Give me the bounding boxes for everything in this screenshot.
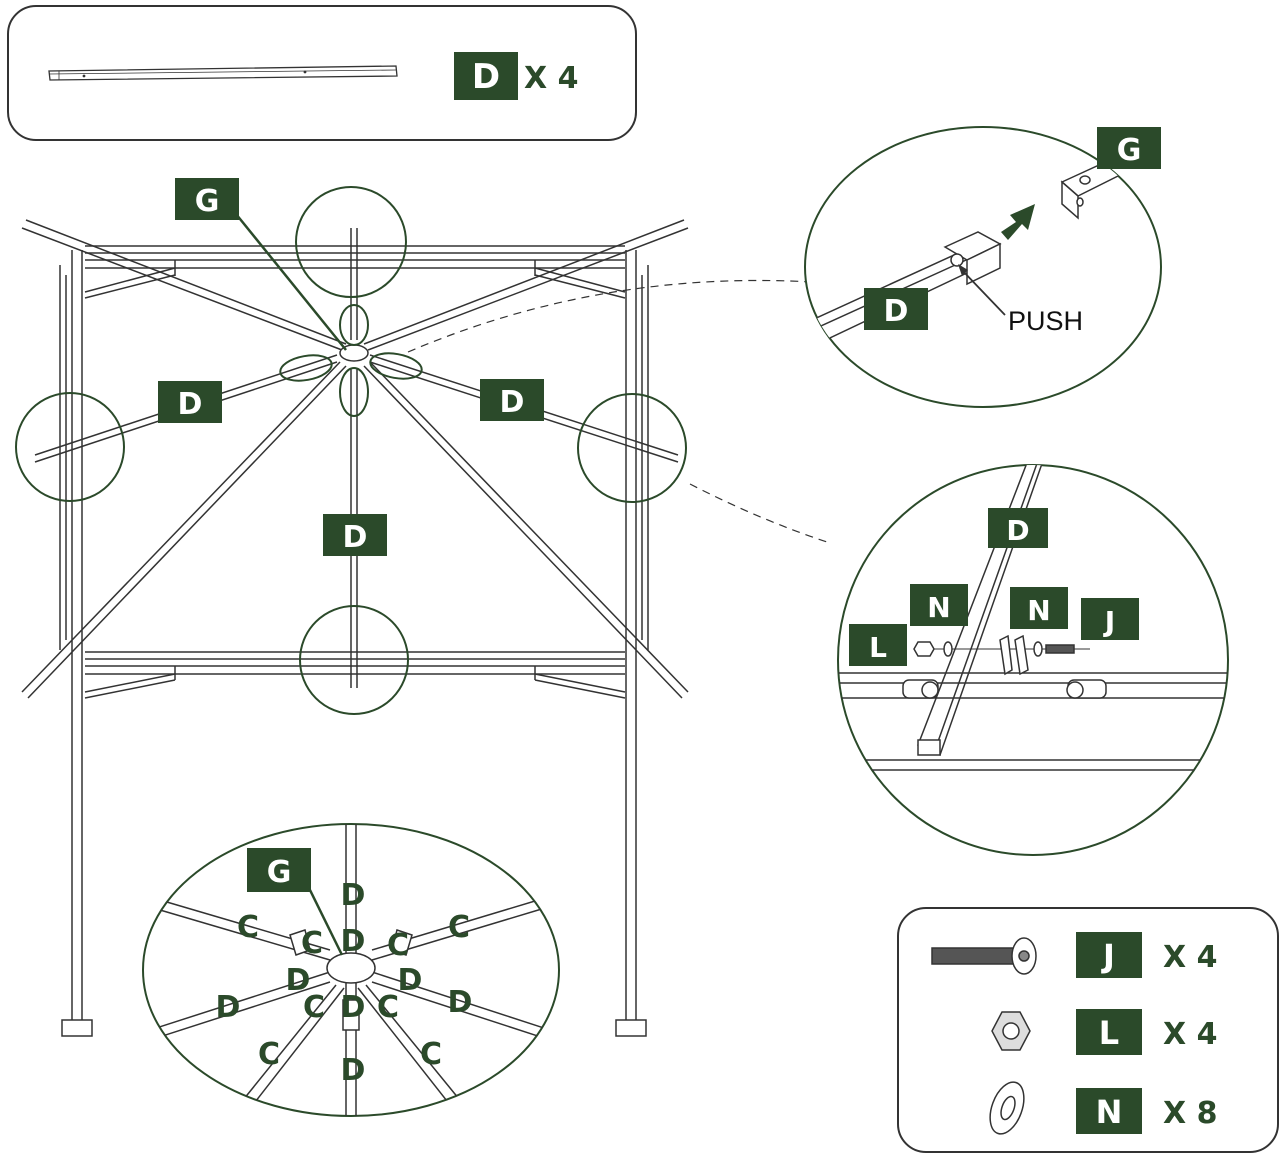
hw-qty-j: X 4 (1163, 940, 1217, 975)
push-text: PUSH (1008, 306, 1083, 336)
nut-icon (991, 1011, 1031, 1051)
detail-right-d: D (1006, 514, 1029, 547)
detail-right-d-badge (988, 508, 1048, 548)
detail-bottom-d2: D (341, 924, 366, 959)
detail-bottom-d3: D (286, 963, 311, 998)
label-d-left: D (178, 387, 203, 422)
g-leader-line (235, 213, 347, 351)
detail-bottom-c2: C (301, 926, 323, 961)
detail-bottom-c1: C (237, 910, 259, 945)
dashed-leader-right (689, 483, 831, 544)
canopy-frame-drawing (21, 219, 689, 1037)
detail-bottom-d5: D (216, 990, 241, 1025)
label-g: G (195, 184, 220, 219)
hw-badge-j (1076, 932, 1142, 978)
detail-top-g-badge (1097, 127, 1161, 169)
label-d-right: D (500, 385, 525, 420)
detail-bottom-d7: D (341, 990, 366, 1025)
hw-part-j: J (1101, 937, 1115, 975)
detail-bolt-assembly: D N N L J (837, 464, 1229, 856)
detail-bottom-c8: C (420, 1037, 442, 1072)
detail-right-l: L (869, 631, 887, 664)
bolt-icon (931, 937, 1037, 975)
quantity-text: X 4 (524, 61, 578, 96)
label-d-right-badge (480, 379, 544, 421)
detail-right-n1: N (927, 591, 950, 624)
washer-icon (989, 1081, 1025, 1135)
detail-bottom-d1: D (341, 878, 366, 913)
detail-top-g: G (1117, 133, 1142, 168)
hw-part-n: N (1096, 1093, 1123, 1131)
detail-push-connection: G D PUSH (804, 126, 1162, 408)
detail-right-n2-badge (1010, 587, 1068, 629)
part-badge-d-text: D (472, 57, 500, 97)
detail-right-n2: N (1027, 594, 1050, 627)
label-d-left-badge (158, 381, 222, 423)
detail-right-n1-badge (910, 584, 968, 626)
detail-right-j-badge (1081, 598, 1139, 640)
detail-bottom-c4: C (448, 910, 470, 945)
detail-right-j: J (1103, 605, 1115, 638)
detail-bottom-g: G (267, 855, 292, 890)
detail-top-d-badge (864, 288, 928, 330)
label-g-badge (175, 178, 239, 220)
parts-box-rod: D X 4 (7, 5, 637, 141)
detail-bottom-d4: D (398, 963, 423, 998)
detail-hub-connection: G C C C C C C C C D D D D D D D D (142, 823, 560, 1117)
label-d-center-badge (323, 514, 387, 556)
part-badge-d (454, 52, 518, 100)
parts-box-hardware: J X 4 L X 4 N X 8 (897, 907, 1279, 1153)
push-arrow-icon (1001, 204, 1035, 240)
detail-bottom-c5: C (303, 990, 325, 1025)
detail-bottom-g-badge (247, 848, 311, 892)
hw-part-l: L (1099, 1014, 1119, 1052)
rod-d-illustration (48, 65, 398, 81)
detail-bottom-c3: C (387, 928, 409, 963)
dashed-leader-top (407, 279, 813, 353)
detail-bottom-c7: C (258, 1037, 280, 1072)
detail-top-d: D (884, 294, 909, 329)
hw-qty-l: X 4 (1163, 1017, 1217, 1052)
detail-bottom-d6: D (448, 985, 473, 1020)
detail-right-l-badge (849, 624, 907, 666)
hw-qty-n: X 8 (1163, 1096, 1217, 1131)
detail-bottom-c6: C (377, 990, 399, 1025)
callout-circles (15, 186, 687, 715)
hw-badge-l (1076, 1009, 1142, 1055)
hw-badge-n (1076, 1088, 1142, 1134)
label-d-center: D (343, 520, 368, 555)
detail-bottom-d8: D (341, 1053, 366, 1088)
